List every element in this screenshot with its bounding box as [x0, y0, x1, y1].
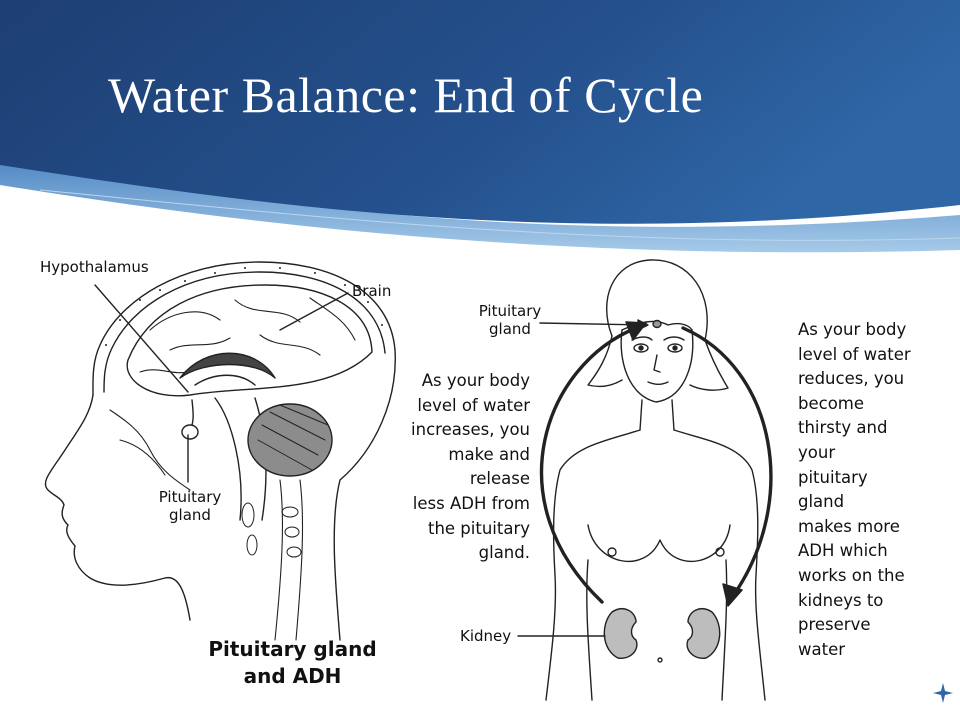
ventricle — [194, 374, 256, 386]
torso-outline — [545, 429, 766, 701]
eye-left — [633, 343, 649, 353]
eyebrows — [631, 336, 685, 341]
arrow-up-head — [625, 321, 647, 341]
neck-back — [333, 349, 396, 641]
face-outline — [620, 329, 694, 403]
label-pituitary-brain: Pituitary gland — [158, 488, 222, 524]
header-banner — [0, 0, 960, 253]
kidney-right — [686, 608, 721, 659]
hair-left — [587, 335, 623, 388]
skull-outline — [92, 261, 396, 396]
navel — [657, 657, 663, 663]
eye-right — [667, 343, 683, 353]
header-dark-band — [0, 0, 960, 224]
breasts — [587, 524, 731, 563]
text-water-increase: As your body level of water increases, y… — [411, 371, 530, 563]
pupil-right — [672, 345, 678, 351]
label-pituitary-body: Pituitary gland — [478, 302, 542, 338]
nipple-right — [715, 547, 725, 557]
kidney-left — [603, 608, 638, 659]
brain-folds — [139, 297, 356, 374]
arm-lines — [586, 559, 728, 701]
nasal-cavity — [109, 409, 191, 491]
brain-head-drawing — [44, 261, 396, 641]
mouth — [647, 381, 669, 385]
figure-caption: Pituitary gland and ADH — [208, 637, 377, 688]
neck — [639, 399, 675, 431]
label-hypothalamus: Hypothalamus — [40, 258, 149, 276]
brain-outline — [126, 284, 373, 397]
slide-title: Water Balance: End of Cycle — [108, 67, 704, 123]
hair-outline — [606, 259, 729, 391]
body-drawing — [517, 259, 773, 701]
star-icon — [933, 683, 953, 703]
skull-inner — [103, 271, 386, 393]
nipple-left — [607, 547, 617, 557]
arrow-down-head — [722, 583, 743, 607]
label-kidney: Kidney — [460, 627, 512, 645]
arrow-down-curve — [681, 326, 773, 598]
text-water-decrease: As your body level of water reduces, you… — [798, 320, 911, 659]
label-brain: Brain — [352, 282, 392, 300]
arrow-up-curve — [539, 326, 638, 604]
face-profile — [44, 394, 191, 621]
leader-brain — [279, 292, 349, 331]
vertebrae — [241, 502, 302, 558]
nose — [653, 354, 661, 373]
header-light-wave — [0, 160, 960, 253]
cerebellum-lines — [257, 404, 329, 471]
pituitary-gland-body — [652, 319, 662, 329]
pupil-left — [638, 345, 644, 351]
pituitary-gland-brain — [181, 424, 199, 440]
corpus-callosum — [179, 352, 276, 379]
spine — [274, 479, 304, 641]
pituitary-stalk — [191, 399, 194, 426]
header-thin-line — [39, 189, 960, 241]
skull-stipple — [105, 267, 383, 346]
leader-hypothalamus — [94, 284, 189, 393]
